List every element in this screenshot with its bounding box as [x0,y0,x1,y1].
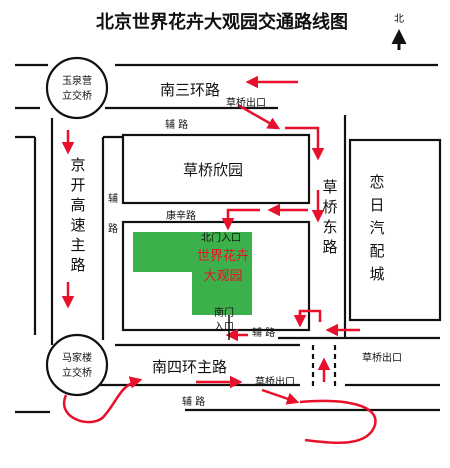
yuquanying-label-2: 立交桥 [62,89,92,102]
garden-label-1: 世界花卉 [197,248,249,264]
aux-bottom-label: 辅 路 [182,395,205,408]
caoqiao-xinyuan-block [121,133,311,205]
svg-text:汽: 汽 [369,219,384,237]
yuquanying-label-1: 玉泉营 [62,74,92,87]
svg-text:主: 主 [70,236,85,254]
svg-text:路: 路 [108,222,118,235]
north-label: 北 [394,13,404,25]
garden-area [133,232,252,315]
yuquanying-interchange [45,56,109,120]
north-gate-label: 北门入口 [201,231,241,244]
south-gate-label-2: 入口 [214,322,234,333]
svg-text:高: 高 [70,196,85,214]
liuri-label: 恋 日 汽 配 城 [369,173,384,283]
svg-text:京: 京 [70,156,85,174]
south-third-ring-label: 南三环路 [160,81,220,99]
majialou-interchange [45,333,109,397]
exit-right-label: 草桥出口 [362,351,402,364]
caoqiao-xinyuan-label: 草桥欣园 [183,161,243,179]
route-arrows [61,75,377,445]
exit-bottom-label: 草桥出口 [255,375,295,388]
aux-mid-label: 辅 路 [252,326,275,339]
south-gate-label-1: 南门 [214,306,234,319]
majialou-label-1: 马家楼 [62,351,92,364]
svg-text:配: 配 [369,242,384,260]
liuri-block [348,138,442,322]
kangxin-road-label: 康辛路 [166,209,196,222]
aux-west-label: 辅 路 [108,192,118,235]
majialou-label-2: 立交桥 [62,366,92,379]
map-title: 北京世界花卉大观园交通路线图 [96,11,348,33]
svg-text:日: 日 [369,196,384,214]
svg-text:恋: 恋 [369,173,384,191]
south-fourth-ring-label: 南四环主路 [152,358,227,376]
svg-text:草: 草 [322,178,337,196]
svg-text:开: 开 [70,176,85,194]
svg-text:辅: 辅 [108,192,118,205]
svg-text:桥: 桥 [322,198,337,216]
svg-text:速: 速 [70,216,85,234]
svg-text:路: 路 [322,238,337,256]
svg-text:东: 东 [322,218,337,236]
svg-text:城: 城 [369,265,384,283]
aux-top-label: 辅 路 [165,118,188,131]
jingkai-label: 京 开 高 速 主 路 [70,156,85,274]
garden-label-2: 大观园 [203,269,242,284]
svg-text:路: 路 [70,256,85,274]
caoqiao-east-label: 草 桥 东 路 [322,178,337,256]
exit-top-label: 草桥出口 [226,96,266,109]
